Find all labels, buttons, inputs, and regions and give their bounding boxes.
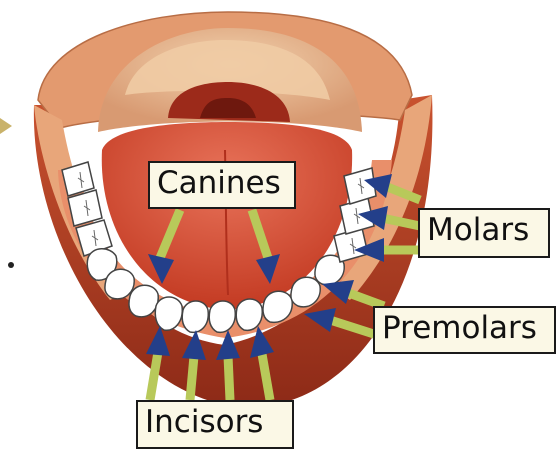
label-premolars: Premolars (373, 306, 556, 354)
label-molars: Molars (418, 208, 550, 258)
partial-arrow-fragment (0, 118, 12, 134)
tooth-incisor-3 (209, 301, 235, 332)
bullet-dot (8, 262, 14, 268)
tooth-incisor-2 (182, 301, 208, 332)
tooth-incisor-4 (236, 299, 262, 330)
label-canines: Canines (148, 161, 296, 209)
label-incisors: Incisors (136, 400, 294, 449)
